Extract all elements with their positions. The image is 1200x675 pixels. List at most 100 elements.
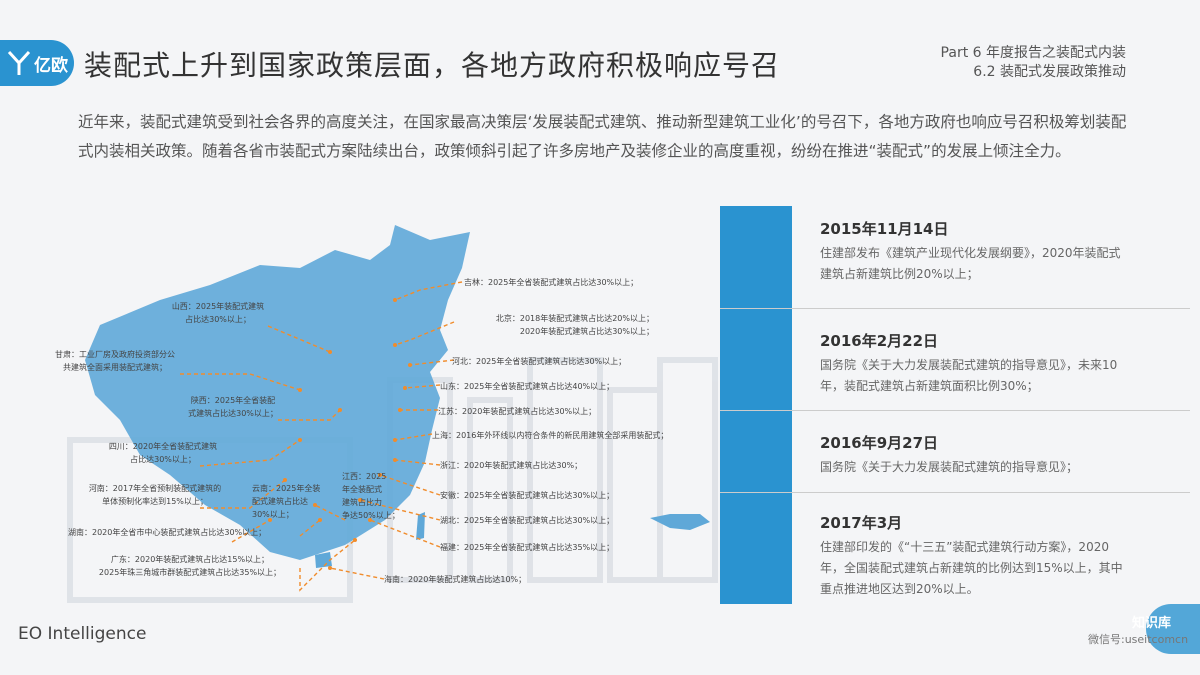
label-jilin: 吉林：2025年全省装配式建筑占比达30%以上； bbox=[464, 278, 639, 287]
label-yunnan-3: 30%以上； bbox=[252, 510, 294, 519]
label-sichuan-2: 占比达30%以上； bbox=[130, 455, 196, 464]
leader-dot bbox=[393, 438, 397, 442]
leader-line bbox=[394, 459, 441, 466]
leader-line bbox=[199, 439, 301, 467]
leader-dot bbox=[398, 408, 402, 412]
leader-dot bbox=[353, 538, 357, 542]
label-hunan: 湖南：2020年全省市中心装配式建筑占比达30%以上； bbox=[68, 528, 267, 537]
event-date: 2016年2月22日 bbox=[820, 332, 939, 350]
label-hainan: 海南：2020年装配式建筑占比达10%； bbox=[384, 575, 527, 584]
label-jiangxi-4: 争达50%以上； bbox=[342, 511, 400, 520]
label-gansu-1: 甘肃：工业厂房及政府投资部分公 bbox=[55, 350, 175, 359]
leader-line bbox=[329, 567, 385, 580]
label-jiangsu: 江苏：2020年装配式建筑占比达30%以上； bbox=[438, 407, 597, 416]
part-line-2: 6.2 装配式发展政策推动 bbox=[973, 64, 1126, 80]
leader-line bbox=[379, 474, 441, 496]
leader-line bbox=[278, 409, 341, 421]
label-jiangxi-2: 年全装配式 bbox=[342, 485, 382, 494]
leader-line bbox=[369, 519, 441, 548]
label-guangdong-1: 广东：2020年装配式建筑占比达15%以上； bbox=[110, 555, 270, 564]
hainan-map bbox=[315, 552, 332, 568]
event-desc: 住建部发布《建筑产业现代化发展纲要》，2020年装配式建筑占新建筑比例20%以上… bbox=[820, 246, 1121, 281]
intro-paragraph: 近年来，装配式建筑受到社会各界的高度关注，在国家最高决策层‘发展装配式建筑、推动… bbox=[78, 113, 1127, 160]
leader-line bbox=[314, 504, 346, 521]
label-henan: 河南：2017年全省预制装配式建筑的 单体预制化率达到15%以上； bbox=[60, 482, 250, 508]
section-label: Part 6 年度报告之装配式内装 6.2 装配式发展政策推动 bbox=[941, 44, 1126, 82]
watermark-badge bbox=[1146, 604, 1200, 654]
timeline-event: 2015年11月14日 住建部发布《建筑产业现代化发展纲要》，2020年装配式建… bbox=[820, 218, 1130, 285]
label-shandong: 山东：2025年全省装配式建筑占比达40%以上； bbox=[440, 382, 615, 391]
part-line-1: Part 6 年度报告之装配式内装 bbox=[940, 45, 1126, 61]
leader-line bbox=[394, 281, 463, 301]
leader-dot bbox=[368, 518, 372, 522]
leader-dot bbox=[378, 473, 382, 477]
label-henan-1: 河南：2017年全省预制装配式建筑的 bbox=[88, 484, 222, 493]
leader-line bbox=[200, 479, 286, 509]
leader-dot bbox=[298, 388, 302, 392]
leader-dot bbox=[403, 386, 407, 390]
leader-dot bbox=[328, 566, 332, 570]
label-sichuan-1: 四川：2020年全省装配式建筑 bbox=[108, 442, 218, 451]
label-gansu-2: 共建筑全面采用装配式建筑； bbox=[63, 363, 167, 372]
label-jiangxi-3: 建筑占比力 bbox=[342, 498, 382, 507]
label-gansu: 甘肃：工业厂房及政府投资部分公 共建筑全面采用装配式建筑； bbox=[30, 348, 200, 374]
leader-dot bbox=[313, 503, 317, 507]
leader-dot bbox=[393, 458, 397, 462]
logo-text: 亿欧 bbox=[34, 55, 68, 76]
leader-line bbox=[299, 539, 356, 592]
event-desc: 住建部印发的《“十三五”装配式建筑行动方案》，2020年，全国装配式建筑占新建筑… bbox=[820, 540, 1123, 596]
leader-line bbox=[180, 373, 301, 391]
leader-dot bbox=[318, 518, 322, 522]
event-date: 2017年3月 bbox=[820, 514, 903, 532]
label-hubei: 湖北：2025年全省装配式建筑占比达30%以上； bbox=[440, 516, 615, 525]
timeline-divider bbox=[720, 308, 1190, 309]
leader-dot bbox=[298, 438, 302, 442]
event-desc: 国务院《关于大力发展装配式建筑的指导意见》，未来10年，装配式建筑占新建筑面积比… bbox=[820, 358, 1118, 393]
timeline-divider bbox=[720, 410, 1190, 411]
watermark-sub: 微信号:useitcomcn bbox=[1088, 633, 1189, 646]
island-map bbox=[650, 514, 710, 530]
eo-logo: 亿欧 bbox=[0, 40, 74, 86]
china-map bbox=[85, 225, 470, 560]
label-henan-2: 单体预制化率达到15%以上； bbox=[102, 497, 208, 506]
taiwan-map bbox=[416, 512, 425, 540]
leader-line bbox=[267, 325, 331, 353]
leader-dot bbox=[328, 350, 332, 354]
leader-dot bbox=[268, 518, 272, 522]
leader-dot bbox=[283, 478, 287, 482]
label-shaanxi-1: 陕西：2025年全省装配 bbox=[190, 396, 276, 405]
leader-line bbox=[394, 433, 433, 441]
label-shanxi-1: 山西：2025年装配式建筑 bbox=[171, 302, 265, 311]
leader-line bbox=[299, 519, 321, 537]
label-jiangxi: 江西：2025 年全装配式 建筑占比力 争达50%以上； bbox=[342, 470, 422, 522]
label-zhejiang: 浙江：2020年装配式建筑占比达30%； bbox=[440, 461, 583, 470]
label-shaanxi-2: 式建筑占比达30%以上； bbox=[188, 409, 278, 418]
label-beijing-2: 2020年装配式建筑占比达30%以上； bbox=[519, 327, 654, 336]
leader-dot bbox=[393, 343, 397, 347]
label-yunnan-1: 云南：2025年全装 bbox=[252, 484, 321, 493]
label-yunnan: 云南：2025年全装 配式建筑占比达 30%以上； bbox=[252, 482, 342, 521]
timeline-divider bbox=[720, 492, 1190, 493]
label-beijing: 北京：2018年装配式建筑占比达20%以上； 2020年装配式建筑占比达30%以… bbox=[454, 312, 654, 338]
event-date: 2016年9月27日 bbox=[820, 434, 939, 452]
leader-dot bbox=[338, 408, 342, 412]
leader-line bbox=[404, 384, 441, 389]
label-shanghai: 上海：2016年外环线以内符合条件的新民用建筑全部采用装配式； bbox=[432, 431, 669, 440]
leader-dot bbox=[408, 363, 412, 367]
leader-line bbox=[231, 519, 271, 543]
watermark-title: 知识库 bbox=[1132, 616, 1172, 631]
label-anhui: 安徽：2025年全省装配式建筑占比达30%以上； bbox=[440, 491, 615, 500]
watermark: 知识库 微信号:useitcomcn bbox=[1088, 612, 1188, 647]
leader-lines bbox=[180, 281, 463, 592]
label-shanxi: 山西：2025年装配式建筑 占比达30%以上； bbox=[148, 300, 288, 326]
label-shaanxi: 陕西：2025年全省装配 式建筑占比达30%以上； bbox=[168, 394, 298, 420]
label-guangdong: 广东：2020年装配式建筑占比达15%以上； 2025年珠三角城市群装配式建筑占… bbox=[80, 553, 300, 579]
eo-logo-icon bbox=[7, 50, 31, 75]
label-yunnan-2: 配式建筑占比达 bbox=[252, 497, 308, 506]
leader-dot bbox=[393, 298, 397, 302]
timeline-event: 2017年3月 住建部印发的《“十三五”装配式建筑行动方案》，2020年，全国装… bbox=[820, 512, 1130, 600]
label-jiangxi-1: 江西：2025 bbox=[342, 472, 387, 481]
timeline-event: 2016年9月27日 国务院《关于大力发展装配式建筑的指导意见》； bbox=[820, 432, 1130, 478]
timeline-bar bbox=[720, 206, 792, 604]
